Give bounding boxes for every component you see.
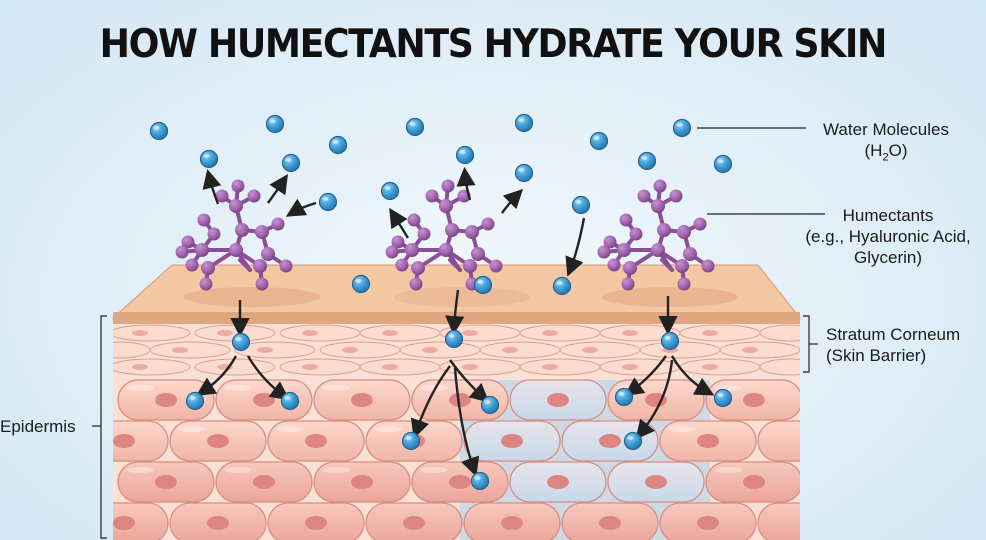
diagram-title: HOW HUMECTANTS HYDRATE YOUR SKIN [99,22,888,67]
epidermis-label: Epidermis [0,417,76,436]
arrow-icon [195,166,715,477]
water-molecules-label: Water Molecules (H2O) [823,120,949,164]
stratum-corneum-label: Stratum Corneum (Skin Barrier) [826,325,961,365]
leader-lines [92,127,825,539]
epidermis-layers [113,318,800,540]
humectants-label: Humectants (e.g., Hyaluronic Acid, Glyce… [805,206,971,267]
